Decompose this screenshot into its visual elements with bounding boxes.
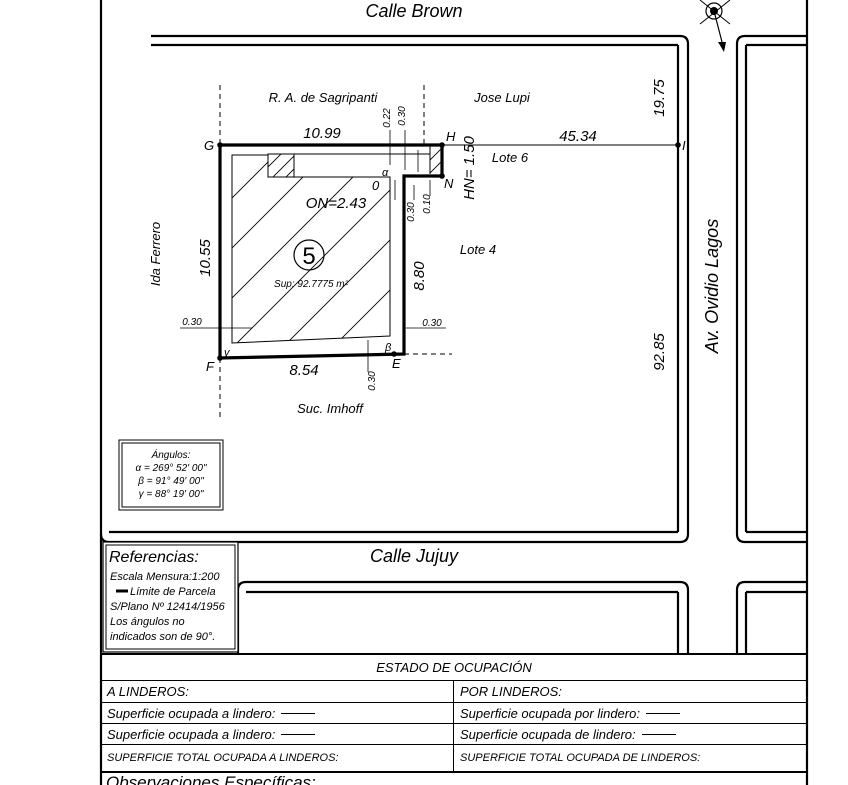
angle-beta-label: β bbox=[384, 342, 392, 354]
small-building bbox=[267, 153, 295, 178]
measure-right-bottom: 92.85 bbox=[651, 333, 668, 371]
measure-hi: 45.34 bbox=[559, 128, 597, 145]
measure-030-top: 0.30 bbox=[397, 106, 408, 126]
measure-e-up: 8.80 bbox=[411, 261, 428, 291]
neighbor-left-label: Ida Ferrero bbox=[148, 222, 163, 286]
vertex-o-label: 0 bbox=[372, 178, 380, 193]
angles-title: Ángulos: bbox=[151, 448, 191, 461]
sup-a-lindero-1-cell: Superficie ocupada a lindero: bbox=[101, 703, 454, 723]
references-box-inner bbox=[105, 544, 236, 650]
blank-line bbox=[281, 733, 316, 735]
sup-por-lindero: Superficie ocupada por lindero: bbox=[460, 705, 640, 721]
north-arrow-icon bbox=[699, 0, 731, 52]
references-limit: Límite de Parcela bbox=[130, 586, 216, 598]
vertex-e-label: E bbox=[392, 356, 401, 371]
occupation-row-2: Superficie ocupada a lindero: Superficie… bbox=[101, 723, 807, 744]
parcel-area: Sup: 92.7775 m² bbox=[274, 279, 349, 290]
street-right-label: Av. Ovidio Lagos bbox=[702, 219, 722, 354]
vertex-h-dot bbox=[439, 142, 445, 148]
sup-a-lindero-2-cell: Superficie ocupada a lindero: bbox=[101, 724, 454, 744]
measure-022: 0.22 bbox=[382, 108, 393, 128]
measure-on: ON=2.43 bbox=[306, 195, 367, 212]
right-block-outline bbox=[735, 34, 807, 544]
occupation-header-row: A LINDEROS: POR LINDEROS: bbox=[101, 680, 807, 702]
neighbor-bottom-label: Suc. Imhoff bbox=[297, 401, 364, 416]
parcel-number: 5 bbox=[302, 243, 315, 270]
blank-line bbox=[281, 712, 316, 714]
neighbor-top-label: R. A. de Sagripanti bbox=[269, 90, 379, 105]
sup-a-lindero-2: Superficie ocupada a lindero: bbox=[107, 726, 276, 742]
parcel-number-circle bbox=[293, 239, 325, 271]
lote6-label: Lote 6 bbox=[492, 150, 529, 165]
references-box-outer bbox=[102, 541, 239, 653]
vertex-f-dot bbox=[217, 355, 223, 361]
measure-gh: 10.99 bbox=[303, 125, 341, 142]
references-note2: indicados son de 90°. bbox=[110, 631, 215, 643]
measure-030-bottom: 0.30 bbox=[367, 371, 378, 391]
angle-gamma-label: γ bbox=[224, 347, 231, 359]
angle-beta: β = 91° 49' 00" bbox=[137, 476, 204, 487]
occupation-title: ESTADO DE OCUPACIÓN bbox=[376, 660, 532, 675]
angle-gamma: γ = 88° 19' 00" bbox=[139, 489, 204, 500]
sup-a-lindero-1: Superficie ocupada a lindero: bbox=[107, 705, 276, 721]
por-linderos-label: POR LINDEROS: bbox=[460, 684, 562, 699]
vertex-n-dot bbox=[439, 173, 445, 179]
street-bottom-label: Calle Jujuy bbox=[370, 546, 459, 566]
observaciones-label: Observaciones Específicas: bbox=[106, 773, 316, 785]
angles-box-inner bbox=[121, 442, 221, 508]
occupation-title-row: ESTADO DE OCUPACIÓN bbox=[101, 653, 807, 680]
observaciones-row: Observaciones Específicas: bbox=[101, 771, 807, 785]
measure-fe: 8.54 bbox=[289, 362, 318, 379]
measure-030-mid: 0.30 bbox=[406, 202, 417, 222]
street-top-label: Calle Brown bbox=[365, 1, 462, 21]
sup-de-lindero: Superficie ocupada de lindero: bbox=[460, 726, 636, 742]
vertex-g-label: G bbox=[204, 138, 214, 153]
lower-right-block-outline bbox=[735, 580, 807, 653]
blank-line bbox=[645, 712, 680, 714]
vertex-i-label: I bbox=[682, 138, 686, 153]
lote4-label: Lote 4 bbox=[460, 242, 496, 257]
dimension-ticks bbox=[180, 130, 446, 372]
references-scale: Escala Mensura:1:200 bbox=[110, 571, 220, 583]
angle-alpha-label: α bbox=[382, 167, 389, 179]
sup-por-lindero-cell: Superficie ocupada por lindero: bbox=[454, 703, 807, 723]
blank-line bbox=[641, 733, 676, 735]
measure-gf: 10.55 bbox=[197, 239, 214, 277]
vertex-i-dot bbox=[675, 142, 681, 148]
measure-hn: HN= 1.50 bbox=[461, 135, 478, 199]
references-note1: Los ángulos no bbox=[110, 616, 185, 628]
parcel-hatch bbox=[232, 155, 390, 343]
measure-030-left: 0.30 bbox=[182, 317, 202, 328]
angles-box-outer bbox=[118, 439, 224, 511]
total-de-linderos: SUPERFICIE TOTAL OCUPADA DE LINDEROS: bbox=[460, 752, 701, 764]
measure-right-top: 19.75 bbox=[651, 79, 668, 117]
neighbor-top-right-label: Jose Lupi bbox=[473, 90, 531, 105]
block-outline bbox=[99, 34, 690, 544]
total-a-linderos: SUPERFICIE TOTAL OCUPADA A LINDEROS: bbox=[101, 745, 454, 771]
vertex-f-label: F bbox=[206, 359, 215, 374]
occupation-total-row: SUPERFICIE TOTAL OCUPADA A LINDEROS: SUP… bbox=[101, 744, 807, 771]
sup-de-lindero-cell: Superficie ocupada de lindero: bbox=[454, 724, 807, 744]
vertex-g-dot bbox=[217, 142, 223, 148]
angle-alpha: α = 269° 52' 00" bbox=[135, 463, 206, 474]
vertex-n-label: N bbox=[444, 176, 454, 191]
references-title: Referencias: bbox=[109, 549, 199, 566]
vertex-e-dot bbox=[391, 351, 397, 357]
a-linderos-label: A LINDEROS: bbox=[101, 681, 454, 702]
vertex-h-label: H bbox=[446, 129, 456, 144]
occupation-row-1: Superficie ocupada a lindero: Superficie… bbox=[101, 702, 807, 723]
measure-010: 0.10 bbox=[422, 194, 433, 214]
references-plano: S/Plano Nº 12414/1956 bbox=[110, 601, 226, 613]
measure-030-right: 0.30 bbox=[422, 318, 442, 329]
